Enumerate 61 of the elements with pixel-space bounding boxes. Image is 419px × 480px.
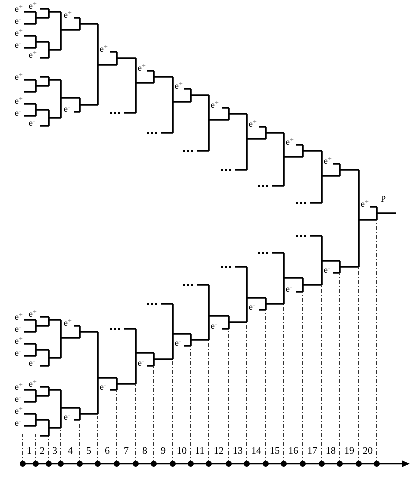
step-number: 17 (306, 446, 318, 458)
particle-label: e$^{-}$ (15, 40, 22, 50)
particle-label: e$^{+}$ (15, 96, 23, 106)
particle-label: e$^{-}$ (175, 338, 182, 348)
particle-label: e$^{+}$ (175, 81, 183, 91)
step-number: 20 (362, 446, 374, 458)
particle-label: e$^{+}$ (138, 63, 146, 73)
particle-label: e$^{-}$ (64, 412, 70, 422)
step-number: 16 (288, 446, 300, 458)
particle-label: e$^{-}$ (249, 302, 256, 312)
step-number: 14 (250, 446, 262, 458)
particle-label: e$^{-}$ (15, 394, 22, 404)
particle-label: e$^{+}$ (286, 137, 294, 147)
step-number: 12 (213, 446, 225, 458)
particle-label: e$^{+}$ (15, 406, 23, 416)
particle-label: e$^{-}$ (15, 324, 22, 334)
step-number: 8 (142, 446, 148, 458)
particle-label: e$^{+}$ (324, 156, 332, 166)
particle-label: e$^{+}$ (100, 44, 108, 54)
particle-label: e$^{+}$ (64, 10, 72, 20)
step-number: 4 (67, 446, 74, 458)
particle-label: e$^{-}$ (29, 358, 36, 368)
particle-label: e$^{-}$ (64, 104, 70, 114)
particle-label: e$^{-}$ (286, 284, 292, 294)
particle-label: e$^{+}$ (29, 309, 37, 319)
step-number: 15 (269, 446, 281, 458)
particle-label: e$^{-}$ (211, 321, 218, 331)
step-number: 1 (26, 446, 33, 458)
step-number: 2 (39, 446, 46, 458)
particle-label: e$^{-}$ (100, 382, 106, 392)
particle-label: e$^{+}$ (15, 336, 23, 346)
particle-label: e$^{+}$ (249, 119, 257, 129)
particle-label: e$^{+}$ (29, 1, 37, 11)
particle-label: e$^{-}$ (15, 348, 22, 358)
particle-label: e$^{-}$ (15, 16, 22, 26)
particle-label: e$^{-}$ (15, 108, 22, 118)
point-label: P (381, 194, 386, 204)
particle-label: e$^{+}$ (15, 4, 23, 14)
particle-label: e$^{+}$ (15, 72, 23, 82)
step-number: 13 (232, 446, 244, 458)
step-number: 3 (52, 446, 58, 458)
step-number: 10 (176, 446, 188, 458)
particle-label: e$^{-}$ (29, 118, 36, 128)
step-number: 11 (194, 446, 206, 458)
particle-label: e$^{-}$ (138, 358, 144, 368)
step-number: 6 (104, 446, 111, 458)
particle-label: e$^{+}$ (15, 382, 23, 392)
step-number: 7 (123, 446, 130, 458)
particle-label: e$^{+}$ (15, 28, 23, 38)
particle-label: e$^{+}$ (15, 312, 23, 322)
step-number: 19 (344, 446, 356, 458)
particle-label: e$^{+}$ (64, 318, 72, 328)
step-number: 9 (160, 446, 167, 458)
particle-label: e$^{+}$ (361, 199, 369, 209)
step-number: 5 (86, 446, 92, 458)
particle-label: e$^{+}$ (29, 50, 37, 60)
particle-label: e$^{+}$ (211, 100, 219, 110)
step-number: 18 (325, 446, 337, 458)
particle-label: e$^{+}$ (29, 379, 37, 389)
particle-label: e$^{-}$ (324, 265, 330, 275)
particle-label: e$^{-}$ (15, 418, 22, 428)
